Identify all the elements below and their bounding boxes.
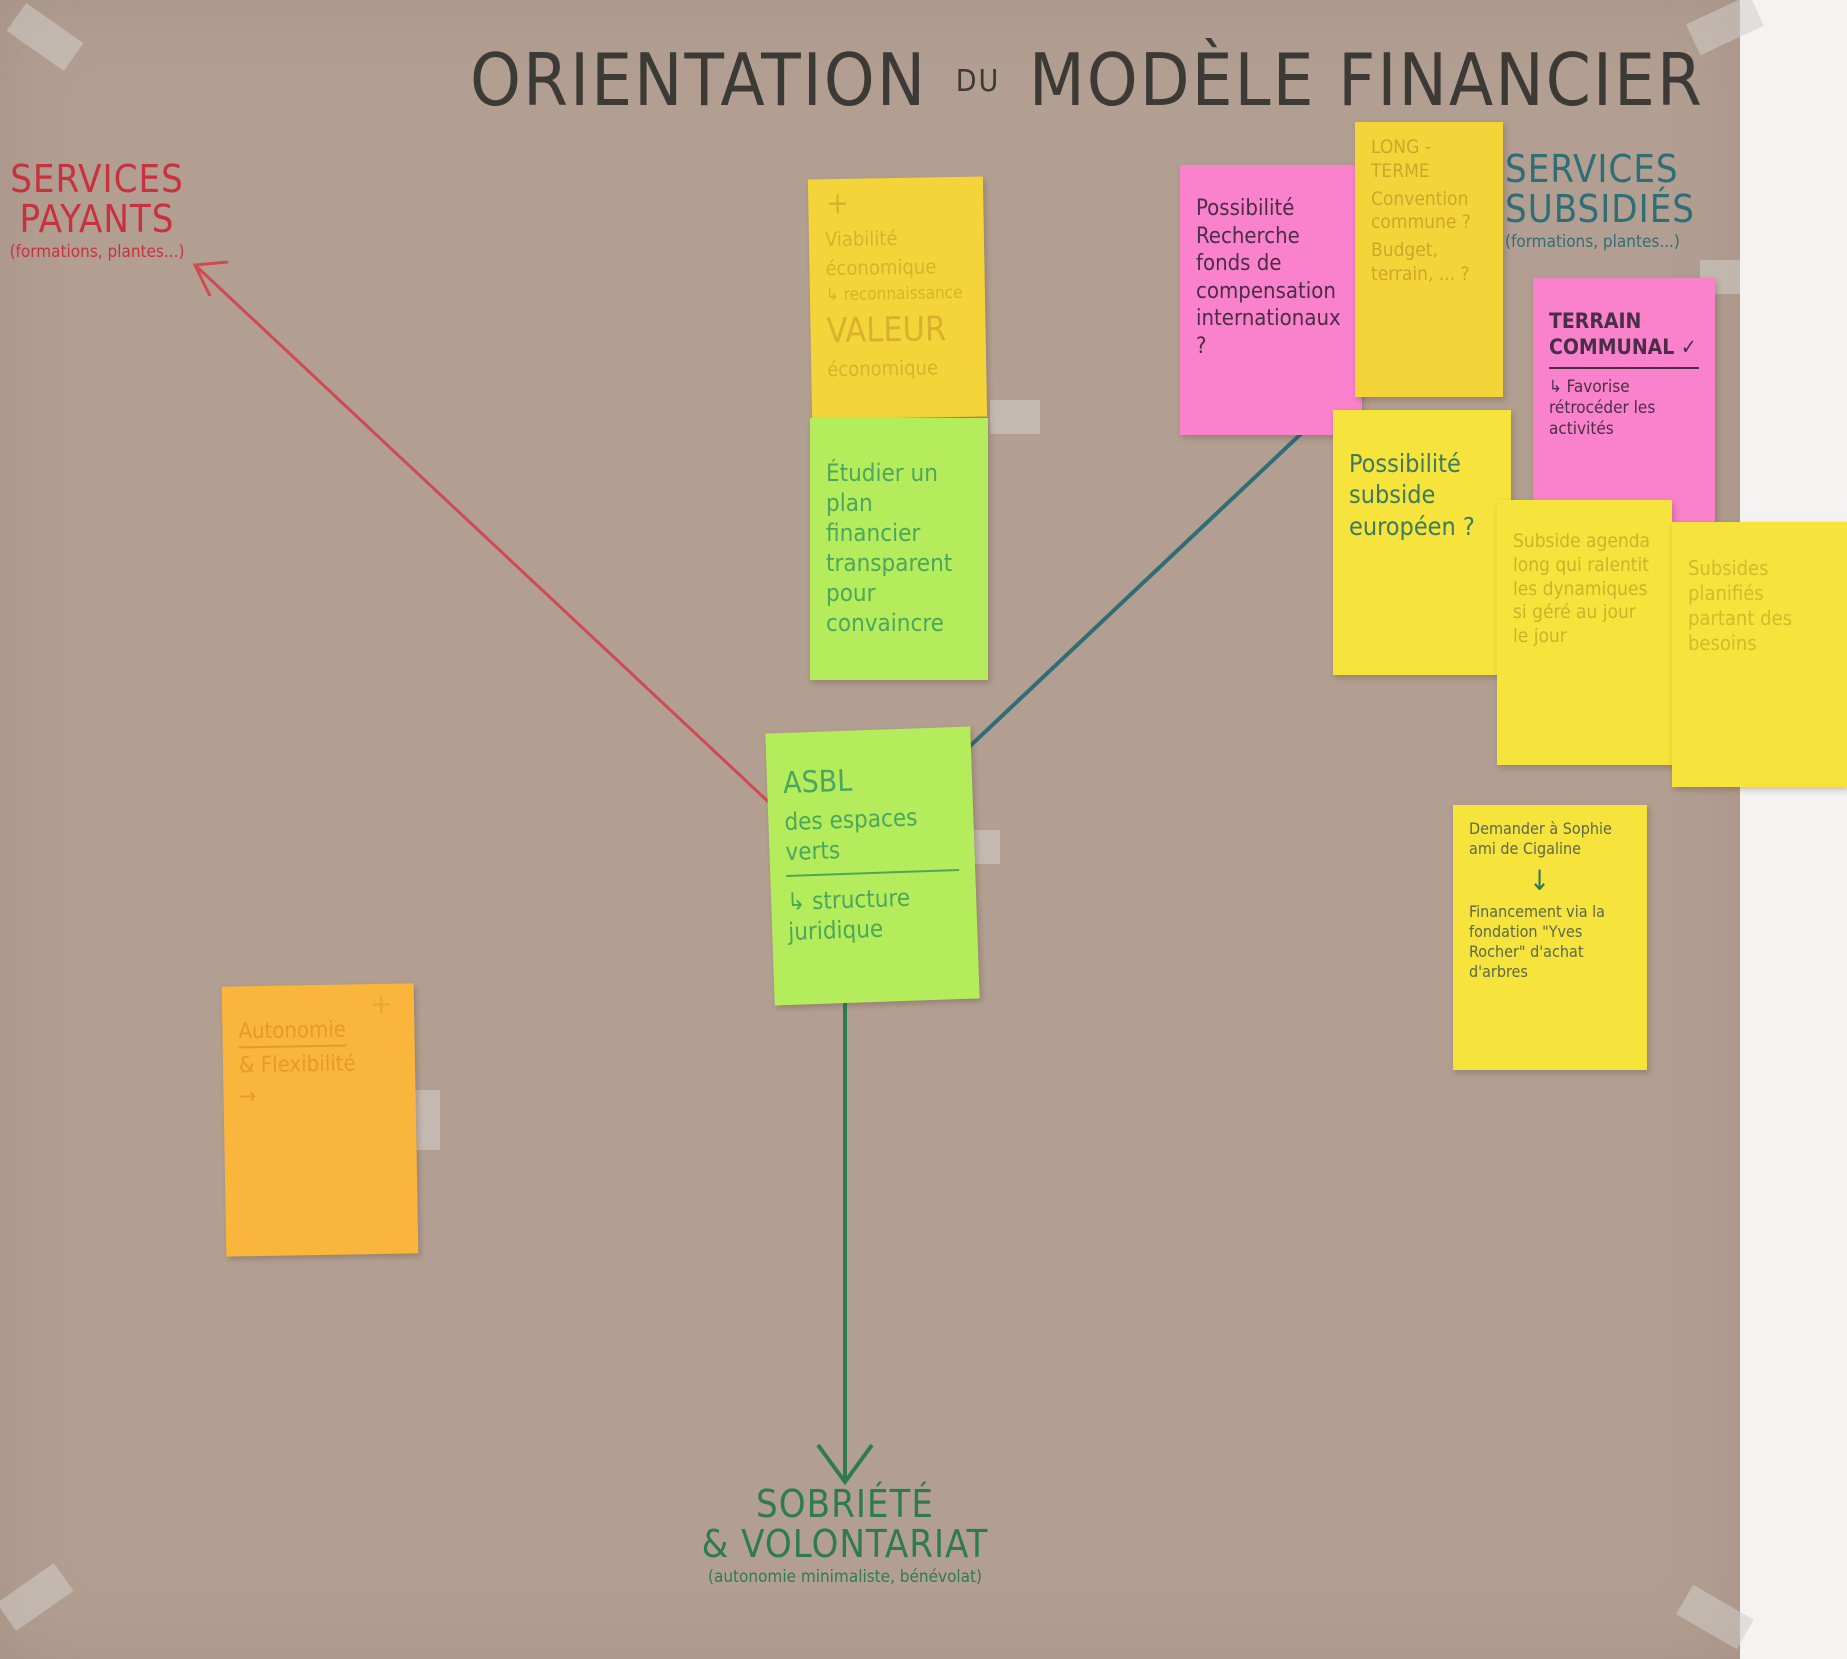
axis-label-sobriete: SOBRIÉTÉ & VOLONTARIAT (autonomie minima… bbox=[701, 1482, 989, 1587]
page-title: ORIENTATION DU MODÈLE FINANCIER bbox=[470, 38, 1704, 122]
sticky-note-etudier: Étudier un plan financier transparent po… bbox=[810, 418, 988, 680]
sticky-note-viabilite: + Viabilité économique ↳ reconnaissance … bbox=[807, 176, 988, 420]
sticky-note-terrain-communal: TERRAIN COMMUNAL ✓ ↳ Favorise rétrocéder… bbox=[1533, 278, 1715, 540]
sticky-note-possibilite-fonds: Possibilité Recherche fonds de compensat… bbox=[1180, 165, 1362, 435]
red-arrow-line bbox=[193, 263, 777, 810]
sticky-note-demander-sophie: Demander à Sophie ami de Cigaline ↓ Fina… bbox=[1453, 805, 1647, 1070]
tape bbox=[990, 400, 1040, 434]
sticky-note-subside-agenda: Subside agenda long qui ralentit les dyn… bbox=[1497, 500, 1672, 765]
sticky-note-subsides-planifies: Subsides planifiés partant des besoins bbox=[1672, 522, 1847, 787]
wall-background bbox=[1740, 0, 1847, 1659]
divider bbox=[786, 868, 960, 877]
green-arrowhead bbox=[816, 1443, 874, 1486]
axis-label-services-subsidies: SERVICES SUBSIDIÉS (formations, plantes.… bbox=[1505, 147, 1696, 252]
red-arrowhead bbox=[192, 260, 229, 297]
sticky-note-long-terme: LONG - TERME Convention commune ? Budget… bbox=[1355, 122, 1503, 397]
sticky-note-asbl: ASBL des espaces verts ↳ structure jurid… bbox=[765, 726, 980, 1006]
teal-line bbox=[948, 428, 1307, 767]
axis-label-services-payants: SERVICES PAYANTS (formations, plantes...… bbox=[9, 157, 185, 262]
sticky-note-autonomie: + Autonomie & Flexibilité → bbox=[221, 983, 419, 1257]
sticky-note-subside-europeen: Possibilité subside européen ? bbox=[1333, 410, 1511, 675]
